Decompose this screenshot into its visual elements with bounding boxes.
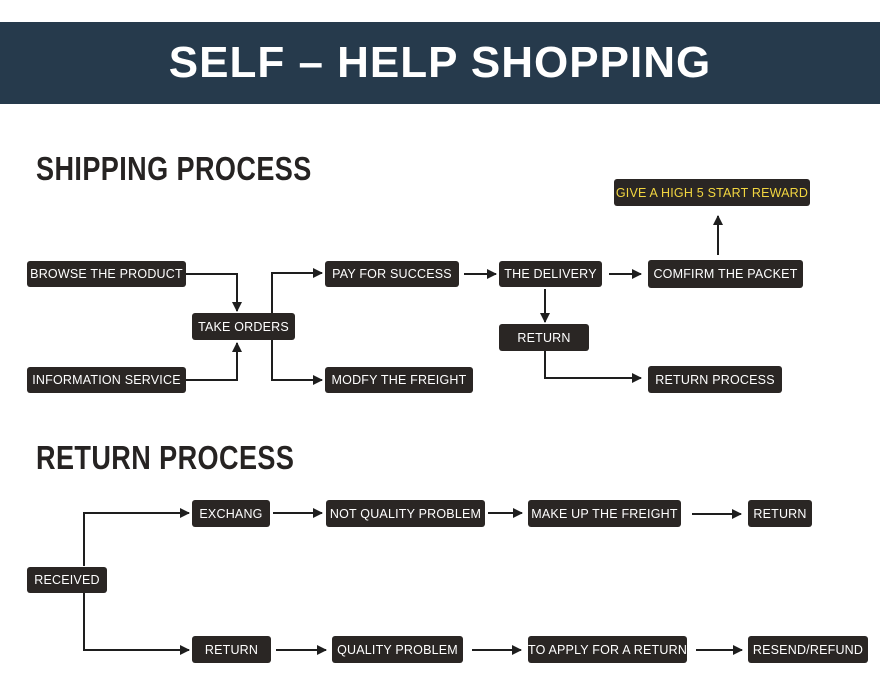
arrow-browse-to-take-orders	[186, 273, 242, 312]
modify-freight-box: MODFY THE FREIGHT	[325, 367, 473, 393]
arrow-received-to-return	[83, 593, 190, 655]
exchange-box: EXCHANG	[192, 500, 270, 527]
return-start-box: RETURN	[192, 636, 271, 663]
return-box: RETURN	[499, 324, 589, 351]
header-banner: SELF – HELP SHOPPING	[0, 22, 880, 104]
reward-box: GIVE A HIGH 5 START REWARD	[614, 179, 810, 206]
arrow-take-orders-to-pay	[271, 268, 323, 313]
return-process-title: RETURN PROCESS	[36, 439, 295, 476]
arrow-information-to-take-orders	[186, 342, 242, 381]
pay-for-success-box: PAY FOR SUCCESS	[325, 261, 459, 287]
information-service-box: INFORMATION SERVICE	[27, 367, 186, 393]
arrow-return-to-return-process	[544, 351, 642, 383]
arrow-received-to-exchange	[83, 508, 190, 566]
not-quality-problem-box: NOT QUALITY PROBLEM	[326, 500, 485, 527]
quality-problem-box: QUALITY PROBLEM	[332, 636, 463, 663]
take-orders-box: TAKE ORDERS	[192, 313, 295, 340]
received-box: RECEIVED	[27, 567, 107, 593]
return-process-box: RETURN PROCESS	[648, 366, 782, 393]
delivery-box: THE DELIVERY	[499, 261, 602, 287]
browse-product-box: BROWSE THE PRODUCT	[27, 261, 186, 287]
confirm-packet-box: COMFIRM THE PACKET	[648, 260, 803, 288]
page-title: SELF – HELP SHOPPING	[168, 38, 712, 87]
resend-refund-box: RESEND/REFUND	[748, 636, 868, 663]
apply-for-return-box: TO APPLY FOR A RETURN	[528, 636, 687, 663]
arrow-take-orders-to-modify	[271, 340, 323, 385]
shipping-process-title: SHIPPING PROCESS	[36, 150, 312, 187]
make-up-freight-box: MAKE UP THE FREIGHT	[528, 500, 681, 527]
return-final-box: RETURN	[748, 500, 812, 527]
